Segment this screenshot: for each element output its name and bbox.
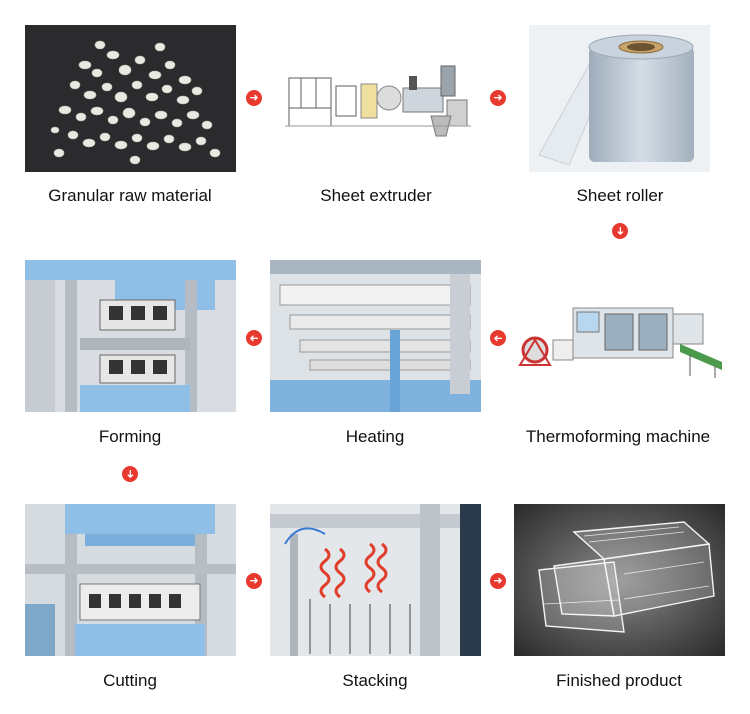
- thermoforming-photo: [515, 300, 722, 380]
- arrow-left-icon: ➜: [490, 330, 506, 346]
- step-label-forming: Forming: [98, 427, 162, 446]
- arrow-right-icon: ➜: [490, 90, 506, 106]
- arrow-right-icon: ➜: [490, 573, 506, 589]
- finished-product-photo: [514, 504, 725, 656]
- step-label-cutting: Cutting: [103, 671, 157, 690]
- pellets-photo: [25, 25, 236, 172]
- arrow-right-icon: ➜: [246, 573, 262, 589]
- step-label-heating: Heating: [345, 427, 405, 446]
- arrow-right-icon: ➜: [246, 90, 262, 106]
- step-label-thermoforming: Thermoforming machine: [525, 427, 711, 446]
- extruder-photo: [281, 56, 480, 144]
- heating-photo: [270, 260, 481, 412]
- arrow-left-icon: ➜: [246, 330, 262, 346]
- arrow-down-icon: ➜: [122, 466, 138, 482]
- step-label-stacking: Stacking: [342, 671, 408, 690]
- arrow-down-icon: ➜: [612, 223, 628, 239]
- stacking-photo: [270, 504, 481, 656]
- step-label-sheet-roller: Sheet roller: [576, 186, 664, 205]
- sheet-roll-photo: [529, 25, 710, 172]
- step-label-extruder: Sheet extruder: [320, 186, 432, 205]
- forming-photo: [25, 260, 236, 412]
- step-label-finished-product: Finished product: [556, 671, 682, 690]
- cutting-photo: [25, 504, 236, 656]
- step-label-raw-material: Granular raw material: [48, 186, 212, 205]
